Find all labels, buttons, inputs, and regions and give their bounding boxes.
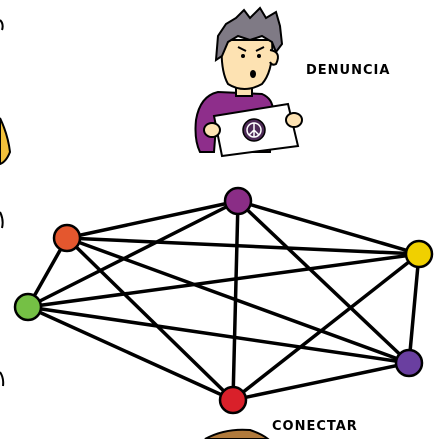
node-blue [396, 350, 422, 376]
protester-ear [270, 50, 278, 65]
left-edge-mark-2 [0, 212, 3, 228]
edge-green-blue [28, 307, 409, 363]
partial-brown-figure [205, 430, 268, 439]
protester-hand-right [286, 113, 302, 127]
node-orange [54, 225, 80, 251]
edge-yellow-blue [409, 254, 419, 363]
protester-eye-left [241, 54, 245, 58]
protester-head [222, 40, 273, 89]
edge-orange-yellow [67, 238, 419, 254]
protester-hand-left [204, 123, 220, 137]
node-green [15, 294, 41, 320]
network-edges [28, 201, 419, 400]
conectar-label: CONECTAR [272, 419, 358, 434]
edge-top-orange [67, 201, 238, 238]
edge-orange-red [67, 238, 233, 400]
left-edge-mark-1 [0, 20, 3, 30]
left-edge-mark-3 [0, 372, 3, 386]
node-yellow [406, 241, 432, 267]
denuncia-label: DENUNCIA [306, 63, 390, 78]
protester-character [196, 8, 303, 156]
node-red [220, 387, 246, 413]
protester-eye-right [257, 54, 261, 58]
protester-mouth [250, 70, 256, 78]
partial-yellow-figure [0, 118, 10, 164]
peace-symbol-icon [243, 119, 265, 141]
node-top-purple [225, 188, 251, 214]
network-diagram [15, 188, 432, 413]
